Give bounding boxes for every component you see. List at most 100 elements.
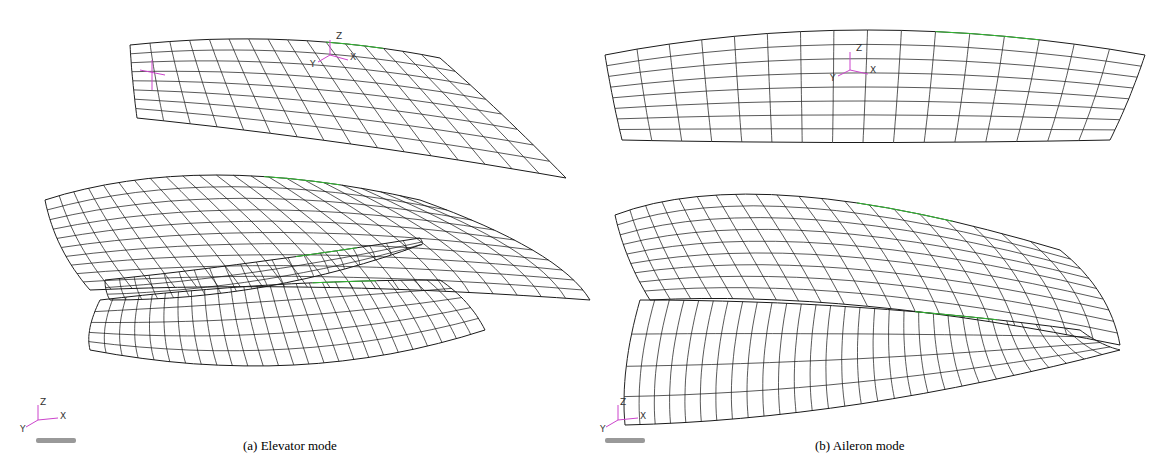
mesh-line xyxy=(1048,44,1075,141)
mesh-line xyxy=(767,34,772,143)
mesh-line xyxy=(977,318,996,380)
axis-label: X xyxy=(350,53,356,62)
mesh-line xyxy=(624,347,1110,397)
mesh-line xyxy=(199,175,307,287)
mesh-line xyxy=(617,206,1070,259)
mesh-line xyxy=(670,300,684,423)
axis-label: Y xyxy=(20,425,26,434)
mesh-line xyxy=(763,303,772,416)
mesh-line xyxy=(630,210,670,299)
mesh-line xyxy=(1065,328,1102,355)
mesh-line xyxy=(963,316,980,383)
mesh-line xyxy=(605,30,1145,55)
mesh-line xyxy=(639,300,655,425)
mesh-line xyxy=(904,311,911,396)
mesh-line xyxy=(414,280,457,339)
mesh-line xyxy=(135,296,140,358)
mesh-line xyxy=(296,248,357,257)
mesh-line xyxy=(779,303,787,414)
mesh-line xyxy=(164,293,170,362)
mesh-line xyxy=(270,285,294,365)
mesh-line xyxy=(136,109,550,162)
mesh-line xyxy=(150,294,155,360)
mesh-line xyxy=(337,251,345,269)
logo-mark xyxy=(36,438,645,443)
mesh-line xyxy=(613,87,1129,99)
mesh-line xyxy=(622,140,1110,143)
mesh-line xyxy=(1060,250,1120,345)
mesh-line xyxy=(801,32,803,143)
mesh-line xyxy=(164,274,174,298)
mesh-line xyxy=(607,44,1141,66)
mesh-line xyxy=(858,308,862,404)
mesh-line xyxy=(731,302,742,420)
mesh-line xyxy=(77,266,574,280)
mesh-line xyxy=(349,281,384,355)
mesh-line xyxy=(383,48,485,164)
mesh-line xyxy=(833,30,834,142)
mesh-line xyxy=(166,177,262,287)
mesh-line xyxy=(640,300,1080,330)
mesh-line xyxy=(955,34,970,143)
mesh-line xyxy=(305,180,446,291)
mesh-line xyxy=(89,308,470,336)
mesh-line xyxy=(269,177,399,290)
mesh-line xyxy=(873,309,878,402)
mesh-line xyxy=(91,298,461,323)
mesh-line xyxy=(915,312,998,320)
mesh-line xyxy=(131,50,456,71)
mesh-line xyxy=(756,194,821,302)
mesh-line xyxy=(948,315,962,386)
mesh-line xyxy=(120,279,126,300)
mesh-line xyxy=(264,177,340,185)
mesh-line xyxy=(304,255,314,276)
mesh-line xyxy=(194,270,205,295)
mesh-line xyxy=(1079,49,1110,141)
axis-label: Y xyxy=(600,425,606,434)
mesh-line xyxy=(361,188,517,295)
wing-mesh xyxy=(45,30,1145,425)
mesh-line xyxy=(225,266,236,291)
mesh-line xyxy=(364,46,458,160)
mesh-line xyxy=(402,51,512,169)
mesh-line xyxy=(106,242,423,288)
mesh-line xyxy=(268,39,324,140)
mesh-line xyxy=(244,287,263,366)
mesh-line xyxy=(241,264,252,289)
mesh-line xyxy=(231,288,248,366)
mesh-line xyxy=(61,233,532,251)
mesh-line xyxy=(894,209,964,318)
mesh-line xyxy=(150,43,164,121)
mesh-line xyxy=(992,319,1014,375)
mesh-line xyxy=(130,45,137,118)
mesh-line xyxy=(309,283,339,361)
mesh-line xyxy=(1017,40,1039,142)
subfigure-caption: (a) Elevator mode xyxy=(243,439,337,452)
mesh-line xyxy=(272,260,283,284)
mesh-line xyxy=(617,115,1119,120)
mesh-line xyxy=(747,302,757,418)
mesh-line xyxy=(50,198,472,220)
mesh-line xyxy=(615,194,1060,250)
mesh-line xyxy=(889,310,895,399)
mesh-line xyxy=(626,343,1100,367)
mesh-line xyxy=(47,187,447,210)
axis-label: Y xyxy=(310,60,316,69)
mesh-line xyxy=(205,290,217,366)
mesh-line xyxy=(192,291,202,365)
mesh-line xyxy=(178,292,186,363)
mesh-line xyxy=(894,30,902,142)
axis-triad xyxy=(140,40,868,90)
mesh-line xyxy=(919,312,928,393)
mesh-line xyxy=(105,238,420,280)
mesh-line xyxy=(130,39,440,58)
mesh-line xyxy=(609,59,1137,77)
axis-label: Z xyxy=(336,32,342,41)
mesh-line xyxy=(320,253,329,273)
mesh-line xyxy=(777,195,844,304)
mesh-line xyxy=(335,282,368,358)
mesh-line xyxy=(149,275,158,299)
mesh-line xyxy=(288,258,298,281)
mesh-line xyxy=(210,268,221,293)
